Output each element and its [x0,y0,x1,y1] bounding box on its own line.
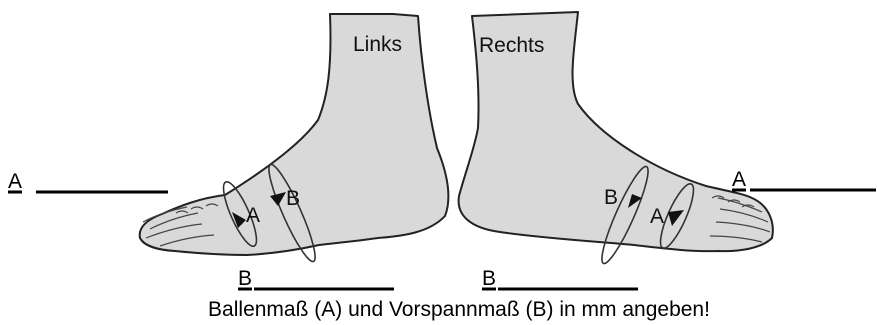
right-marker-a: A [650,205,664,228]
left-toes [142,203,219,247]
right-toes [709,195,771,243]
right-b-field-label: B [482,267,496,290]
left-a-field-label: A [8,170,22,193]
right-marker-b: B [604,186,618,209]
left-ring-a [222,181,258,247]
left-marker-a: A [246,204,260,227]
left-b-field-label: B [238,267,252,290]
left-b-field[interactable]: B [238,267,394,291]
right-arrow-b [628,194,642,208]
right-foot-label: Rechts [479,34,544,57]
right-b-field[interactable]: B [482,267,638,291]
right-foot: A B Rechts [457,11,774,265]
right-ring-b [601,165,649,265]
left-foot-outline [138,13,450,256]
left-arrow-a [232,212,246,228]
left-foot-label: Links [353,33,402,56]
left-a-field[interactable]: A [8,170,168,194]
left-arrow-b [270,192,286,206]
left-marker-b: B [286,187,300,210]
left-foot: A B Links [138,13,450,263]
right-a-field-label: A [732,168,746,191]
left-ring-b [268,163,316,263]
instruction-text: Ballenmaß (A) und Vorspannmaß (B) in mm … [208,298,710,321]
right-a-field[interactable]: A [732,168,876,192]
right-arrow-a [668,210,684,226]
